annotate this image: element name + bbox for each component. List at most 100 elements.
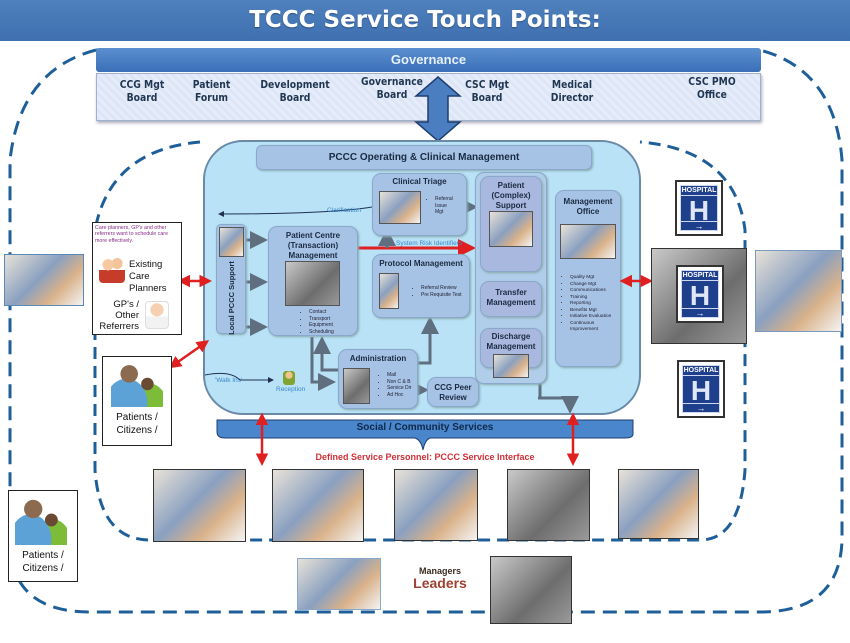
- administration-bullets: Mail Non C & B Service Dir Ad Hoc: [377, 372, 411, 398]
- ccg-peer-review-box: CCG Peer Review: [427, 377, 479, 407]
- governance-header: Governance: [96, 48, 761, 72]
- bullet: Initiative Evaluation: [570, 314, 620, 321]
- medical-team-photo: [394, 469, 478, 541]
- label-line: Patients /: [116, 412, 158, 423]
- title-line: Discharge: [491, 332, 531, 341]
- service-interface-label: Defined Service Personnel: PCCC Service …: [315, 452, 535, 462]
- walk-ins-label: 'Walk Ins': [215, 377, 243, 384]
- label-line: Citizens /: [116, 425, 158, 436]
- label-line: GP's /: [113, 299, 139, 310]
- title-line: (Complex): [491, 191, 531, 200]
- title-line: Review: [439, 393, 467, 402]
- transfer-management-box: Transfer Management: [480, 281, 542, 317]
- title-line: Management: [563, 197, 613, 206]
- businessman-corridor-photo: [490, 556, 572, 624]
- bullet: Issue: [435, 202, 447, 209]
- pccc-header-text: PCCC Operating & Clinical Management: [328, 152, 520, 163]
- gov-item-line: CSC Mgt: [465, 79, 509, 91]
- label-line: Citizens /: [22, 563, 64, 574]
- patient-centre-box: Patient Centre (Transaction) Management …: [268, 226, 358, 336]
- wheelchair-photo: [507, 469, 590, 541]
- bullet: Reporting: [570, 301, 620, 308]
- discharge-management-box: Discharge Management: [480, 328, 542, 378]
- gov-item-line: Forum: [194, 92, 229, 104]
- protocol-photo: [379, 273, 399, 309]
- referrers-box: Care planners, GP's and other referrers …: [92, 222, 182, 335]
- hospital-letter: H: [689, 280, 711, 311]
- receptionist-icon: [283, 371, 295, 385]
- gps-other-referrers-label: GP's / Other Referrers: [95, 299, 139, 332]
- bullet: Training: [570, 295, 620, 302]
- pccc-arrows: [204, 198, 579, 414]
- clarification-arrow: [218, 206, 373, 217]
- pccc-header: PCCC Operating & Clinical Management: [256, 145, 592, 170]
- bullet: Equipment: [309, 322, 334, 329]
- hospital-arrow: →: [681, 221, 717, 231]
- patients-citizens-box-outer: Patients / Citizens /: [8, 490, 78, 582]
- social-community-bar: [216, 419, 634, 451]
- patients-citizens-label: Patients / Citizens /: [103, 411, 171, 437]
- arrow-discharge-down: [538, 380, 579, 414]
- bullet: Mail: [387, 372, 411, 379]
- clinical-triage-title: Clinical Triage: [392, 177, 447, 186]
- admin-photo: [343, 368, 370, 404]
- arrow-admin-to-pcm: [313, 336, 338, 372]
- title-line: Patient: [497, 181, 525, 190]
- gov-item-line: Board: [126, 92, 158, 104]
- local-pccc-support-box: Local PCCC Support: [216, 224, 246, 335]
- doctor-icon: [145, 301, 169, 329]
- discharge-title: Discharge Management: [481, 332, 541, 352]
- protocol-bullets: Referral Review Pre Requisite Test: [411, 285, 461, 298]
- bullet: Transport: [309, 316, 334, 323]
- care-visit-photo: [272, 469, 364, 542]
- wordcloud-word: Managers: [418, 566, 462, 576]
- bullet: Change Mgt: [570, 282, 620, 289]
- label-line: Patients /: [22, 550, 64, 561]
- patients-icon: [15, 495, 67, 545]
- bullet: Contact: [309, 309, 334, 316]
- arrow-pcm-to-admin: [310, 337, 336, 391]
- gov-item-line: CCG Mgt: [119, 79, 165, 91]
- bullet: Ad Hoc: [387, 392, 411, 399]
- gov-item-line: Board: [471, 92, 503, 104]
- gov-item-line: Director: [550, 92, 594, 104]
- transfer-title: Transfer Management: [481, 288, 541, 308]
- system-risk-label: System Risk Identifiers: [396, 240, 463, 247]
- title-line: Patient Centre: [285, 231, 341, 240]
- management-office-bullets: Quality Mgt Change Mgt Communications Tr…: [560, 275, 620, 334]
- label-line: Existing: [129, 259, 163, 270]
- gov-item-line: Board: [279, 92, 311, 104]
- bullet: Scheduling: [309, 329, 334, 336]
- triage-photo: [379, 191, 421, 224]
- gov-item-line: CSC PMO: [688, 76, 736, 88]
- arrow-admin-to-protocol: [415, 316, 439, 365]
- managers-leaders-wordcloud: Managers Leaders: [400, 566, 480, 608]
- care-planners-icon: [99, 257, 125, 283]
- bullet: Mgt: [435, 209, 444, 215]
- call-centre-photo: [285, 261, 340, 306]
- title-line: CCG Peer: [434, 383, 472, 392]
- title-line: Support: [495, 201, 527, 210]
- gov-item-line: Development: [260, 79, 330, 91]
- label-line: Planners: [129, 283, 167, 294]
- hospital-letter: H: [690, 375, 712, 406]
- nurses-car-photo: [153, 469, 246, 542]
- hospital-label: HOSPITAL: [682, 272, 718, 281]
- ccg-peer-review-title: CCG Peer Review: [428, 383, 478, 403]
- administration-title: Administration: [349, 354, 407, 363]
- planning-man-photo: [297, 558, 381, 610]
- administration-box: Administration Mail Non C & B Service Di…: [338, 349, 418, 409]
- arrow-patients-pccc: [168, 340, 210, 369]
- gov-item-line: Office: [697, 89, 727, 101]
